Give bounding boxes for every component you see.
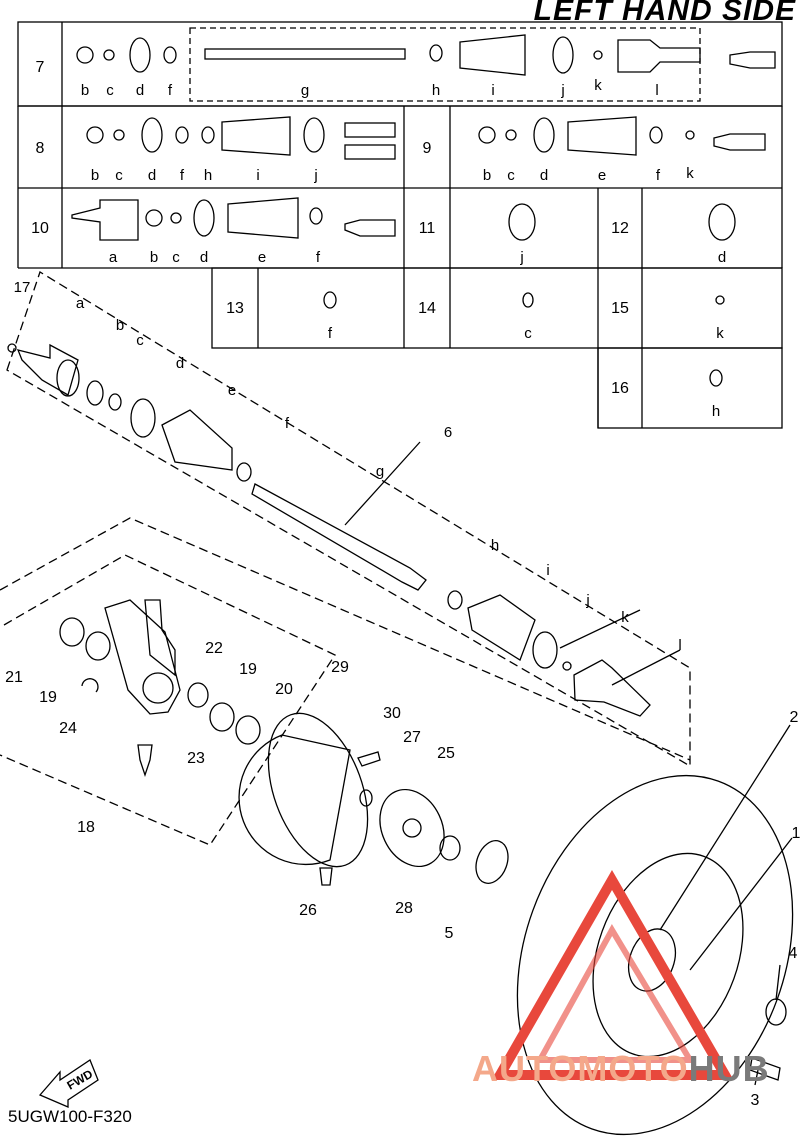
kit-16-number: 16: [611, 380, 629, 397]
callout-h: h: [491, 537, 499, 554]
callout-26: 26: [299, 902, 317, 919]
kit-7-label-c: c: [106, 82, 114, 99]
callout-24: 24: [59, 720, 77, 737]
kit-10-label-b: b: [150, 249, 158, 266]
callout-25: 25: [437, 745, 455, 762]
kit-7-label-g: g: [301, 82, 309, 99]
callout-5: 5: [445, 925, 454, 942]
kit-9-label-f: f: [656, 167, 661, 184]
kit-9-number: 9: [423, 140, 432, 157]
kit-11-number: 11: [419, 220, 436, 237]
kit-10-label-d: d: [200, 249, 208, 266]
callout-d: d: [176, 355, 184, 372]
kit-10-label-a: a: [109, 249, 118, 266]
kit-8-label-d: d: [148, 167, 156, 184]
kit-8-label-i: i: [256, 167, 259, 184]
kit-8-label-j: j: [313, 167, 317, 184]
callout-a: a: [76, 295, 85, 312]
callout-i: i: [546, 562, 549, 579]
callout-l: l: [678, 637, 681, 654]
callout-19b: 19: [239, 661, 257, 678]
kit-8-label-c: c: [115, 167, 123, 184]
kit-9-label-b: b: [483, 167, 491, 184]
callout-1: 1: [792, 825, 800, 842]
kit-9-label-c: c: [507, 167, 515, 184]
callout-e: e: [228, 382, 236, 399]
page-title: LEFT HAND SIDE: [533, 0, 796, 27]
kit-7-label-i: i: [491, 82, 494, 99]
callout-19a: 19: [39, 689, 57, 706]
kit-8-label-h: h: [204, 167, 212, 184]
callout-6: 6: [444, 424, 452, 441]
kit-16-label-h: h: [712, 403, 720, 420]
kit-7-label-l: l: [655, 82, 658, 99]
callout-28: 28: [395, 900, 413, 917]
kit-14-number: 14: [418, 300, 436, 317]
kit-8-label-f: f: [180, 167, 185, 184]
callout-k: k: [621, 609, 629, 626]
callout-3: 3: [751, 1092, 760, 1109]
callout-27: 27: [403, 729, 421, 746]
kit-7-label-b: b: [81, 82, 89, 99]
kit-12-label-d: d: [718, 249, 726, 266]
watermark-part2: HUB: [688, 1048, 770, 1089]
kit-10-label-c: c: [172, 249, 180, 266]
kit-11-label-j: j: [519, 249, 523, 266]
callout-29: 29: [331, 659, 349, 676]
fwd-label: FWD: [65, 1067, 96, 1093]
kit-9-label-d: d: [540, 167, 548, 184]
callout-4: 4: [789, 945, 798, 962]
callout-23: 23: [187, 750, 205, 767]
callout-f: f: [285, 415, 290, 432]
watermark-part1: AUTOMOTO: [472, 1048, 689, 1089]
kit-15-number: 15: [611, 300, 629, 317]
kit-7-label-h: h: [432, 82, 440, 99]
kit-7-label-d: d: [136, 82, 144, 99]
kit-14-label-c: c: [524, 325, 532, 342]
kit-8-number: 8: [36, 140, 45, 157]
callout-b: b: [116, 317, 124, 334]
callout-17: 17: [14, 279, 31, 296]
callout-22: 22: [205, 640, 223, 657]
kit-7-number: 7: [36, 59, 45, 76]
callout-j: j: [585, 592, 589, 609]
kit-12-number: 12: [611, 220, 629, 237]
kit-8-label-b: b: [91, 167, 99, 184]
callout-g: g: [376, 463, 384, 480]
kit-9-label-e: e: [598, 167, 606, 184]
kit-13-number: 13: [226, 300, 244, 317]
kit-10-label-f: f: [316, 249, 321, 266]
kit-15-label-k: k: [716, 325, 724, 342]
kit-7-label-j: j: [560, 82, 564, 99]
kit-7-label-k: k: [594, 77, 602, 94]
kit-9-label-k: k: [686, 165, 694, 182]
callout-c: c: [136, 332, 144, 349]
kit-13-label-f: f: [328, 325, 333, 342]
watermark: AUTOMOTOHUB: [472, 1048, 770, 1090]
callout-30: 30: [383, 705, 401, 722]
kit-7-label-f: f: [168, 82, 173, 99]
kit-10-label-e: e: [258, 249, 266, 266]
callout-2: 2: [790, 709, 799, 726]
callout-21: 21: [5, 669, 23, 686]
kit-10-number: 10: [31, 220, 49, 237]
diagram-code: 5UGW100-F320: [8, 1107, 132, 1126]
callout-18: 18: [77, 819, 95, 836]
callout-20: 20: [275, 681, 293, 698]
